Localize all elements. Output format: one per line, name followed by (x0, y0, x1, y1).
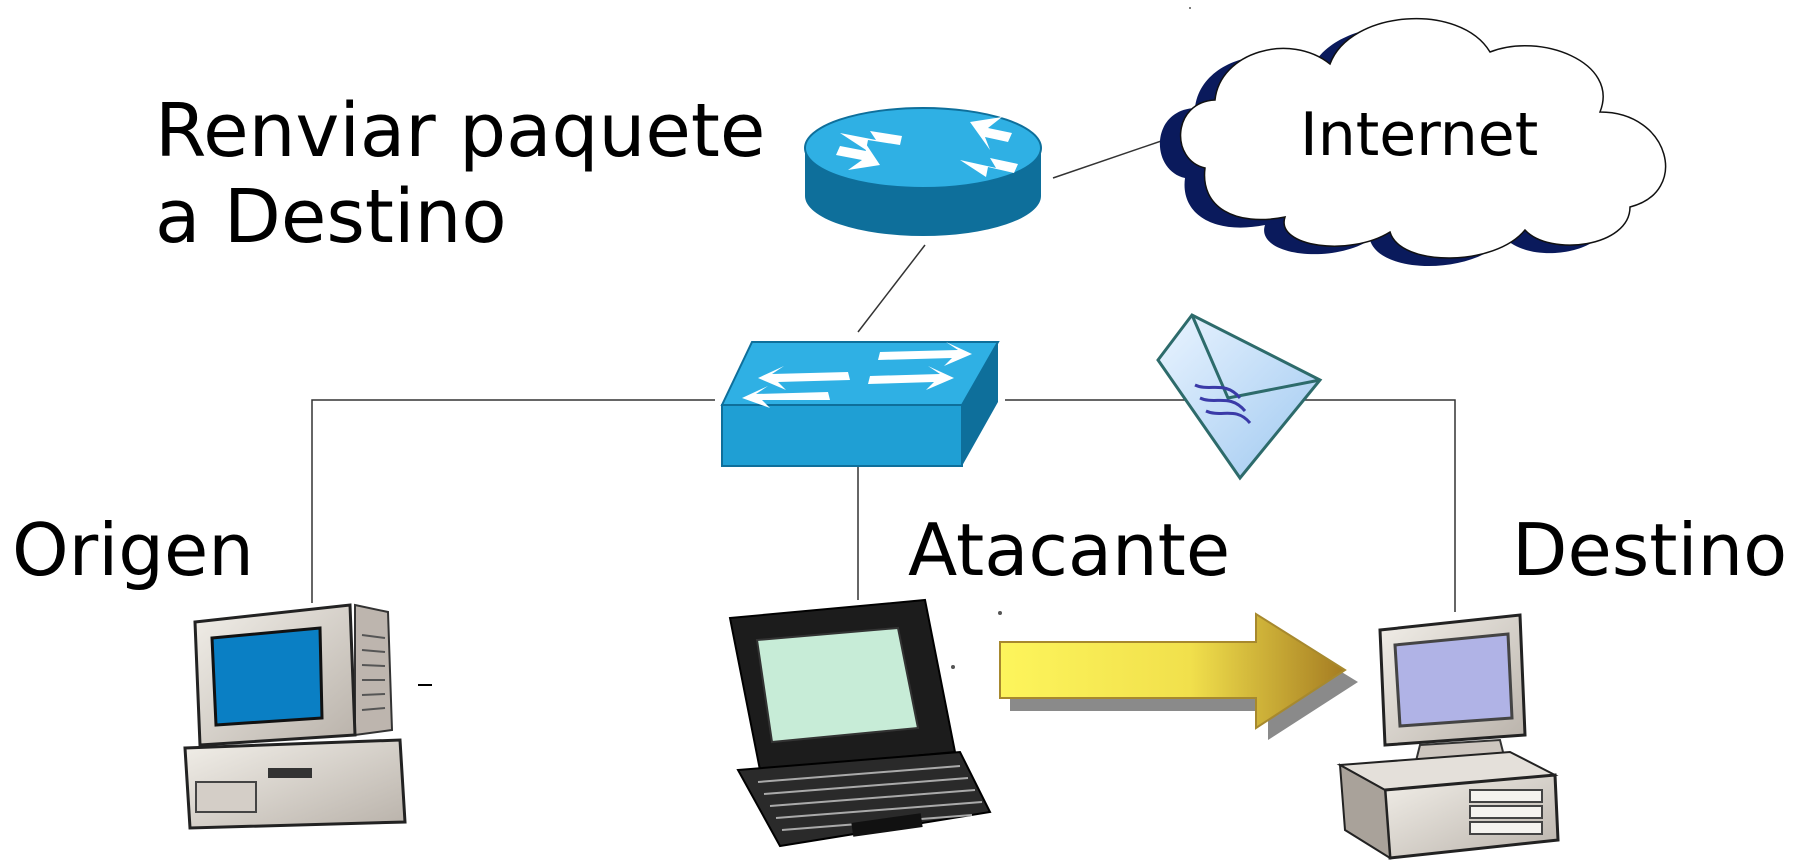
envelope-scribble (1194, 383, 1252, 425)
router-icon (804, 107, 1042, 236)
atacante-label: Atacante (908, 508, 1231, 592)
envelope-flap (1190, 314, 1321, 400)
origen-drive (268, 768, 312, 778)
origen-vents (361, 634, 386, 711)
switch-side (962, 342, 998, 466)
caption: Renviar paquete a Destino (155, 88, 765, 260)
caption-line-2: a Destino (155, 174, 507, 260)
laptop-screen (755, 626, 920, 744)
origen-label: Origen (12, 508, 254, 592)
switch-front (721, 404, 963, 467)
link-switch-origen (311, 399, 715, 603)
links (311, 137, 1456, 612)
link-router-switch (857, 244, 926, 333)
speck-marks (951, 7, 1191, 669)
switch-icon (720, 341, 1000, 467)
router-arrows-icon (836, 117, 1018, 177)
arrow-body (999, 612, 1347, 730)
cloud-body (1180, 17, 1667, 259)
laptop-handle (851, 813, 923, 837)
link-router-internet (1052, 137, 1171, 179)
caption-line-1: Renviar paquete (155, 88, 766, 174)
atacante-laptop-icon (728, 598, 992, 848)
origen-monitor-back (354, 603, 394, 737)
origen-computer-icon (183, 603, 432, 830)
link-switch-destino (1005, 399, 1456, 612)
destino-screen (1393, 632, 1514, 728)
switch-arrows-icon (742, 342, 972, 408)
internet-label: Internet (1300, 100, 1539, 170)
origen-screen (210, 626, 324, 727)
destino-drives (1469, 789, 1543, 835)
cloud-icon (1159, 17, 1667, 267)
destino-label: Destino (1512, 508, 1788, 592)
destino-computer-icon (1336, 613, 1560, 860)
packet-envelope-icon (1156, 313, 1323, 481)
destino-case-side (1338, 763, 1392, 860)
origen-panel (195, 781, 257, 813)
forward-arrow-icon (999, 612, 1358, 740)
